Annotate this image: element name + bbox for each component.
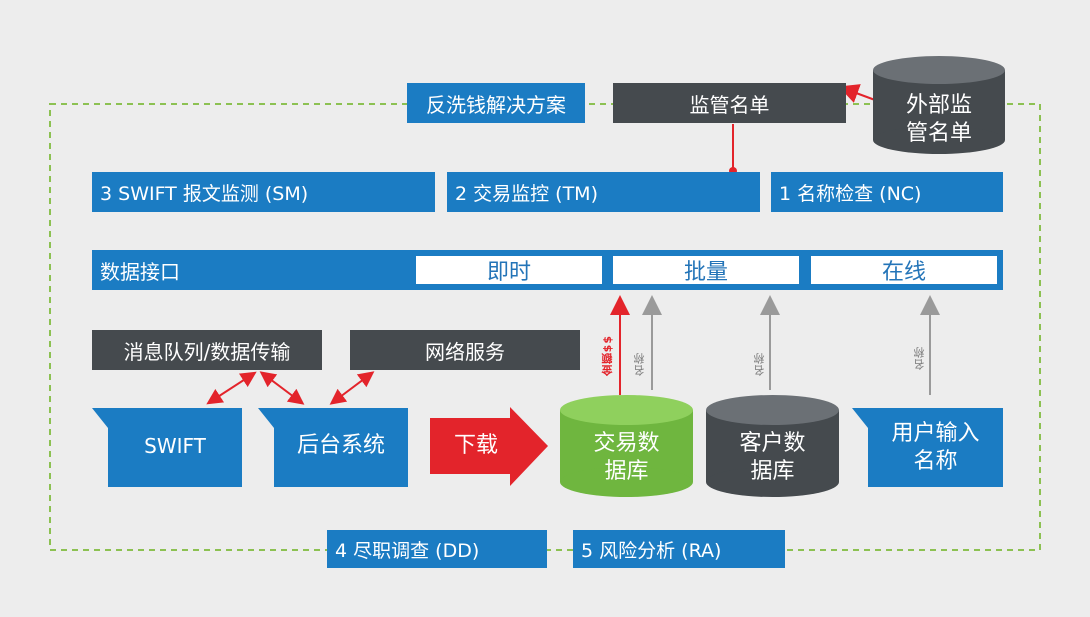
- trade-database-label: 交易数 据库: [593, 431, 660, 484]
- nc-module-box: 1 名称检查 (NC): [771, 172, 1003, 212]
- aml-solution-box: 反洗钱解决方案: [407, 83, 585, 123]
- amount-arrow-label: 金额$$: [601, 335, 614, 377]
- message-queue-box: 消息队列/数据传输: [92, 330, 322, 370]
- dd-module-label: 4 尽职调查 (DD): [335, 539, 480, 562]
- external-watchlist-cylinder: [873, 56, 1005, 154]
- external-to-watchlist-line: [838, 84, 876, 103]
- sm-module-label: 3 SWIFT 报文监测 (SM): [100, 182, 309, 205]
- swift-mq-arrow: [206, 371, 257, 405]
- backend-system-label: 后台系统: [296, 433, 385, 458]
- data-interface-label: 数据接口: [100, 259, 180, 284]
- online-box: 在线: [811, 256, 997, 285]
- sm-module-box: 3 SWIFT 报文监测 (SM): [92, 172, 435, 212]
- user-input-shape: [852, 408, 1003, 487]
- ra-module-box: 5 风险分析 (RA): [573, 530, 785, 568]
- trade-database-cylinder: [560, 395, 693, 497]
- realtime-box: 即时: [416, 256, 602, 285]
- backend-mq-arrow: [259, 371, 305, 405]
- name-arrow-label-2: 名称: [753, 352, 766, 376]
- backend-ws-arrow: [329, 371, 375, 405]
- tm-module-label: 2 交易监控 (TM): [455, 182, 598, 205]
- nc-module-label: 1 名称检查 (NC): [779, 182, 922, 205]
- web-service-box: 网络服务: [350, 330, 580, 370]
- online-label: 在线: [881, 260, 926, 285]
- name-arrow-label-1: 名称: [633, 352, 646, 376]
- download-arrow-shape: [430, 407, 548, 486]
- message-queue-label: 消息队列/数据传输: [123, 339, 291, 364]
- aml-solution-label: 反洗钱解决方案: [426, 92, 566, 117]
- swift-shape: [92, 408, 242, 487]
- ra-module-label: 5 风险分析 (RA): [581, 539, 722, 562]
- customer-database-label: 客户数 据库: [739, 431, 806, 484]
- tm-module-box: 2 交易监控 (TM): [447, 172, 760, 212]
- dd-module-box: 4 尽职调查 (DD): [327, 530, 547, 568]
- customer-database-cylinder: [706, 395, 839, 497]
- external-watchlist-label: 外部监 管名单: [905, 93, 972, 146]
- backend-shape: [258, 408, 408, 487]
- watchlist-label: 监管名单: [689, 92, 770, 117]
- user-input-label: 用户输入 名称: [891, 421, 980, 474]
- swift-label: SWIFT: [144, 434, 206, 458]
- batch-label: 批量: [683, 260, 728, 285]
- watchlist-box: 监管名单: [613, 83, 846, 123]
- web-service-label: 网络服务: [425, 339, 505, 364]
- batch-box: 批量: [613, 256, 799, 285]
- realtime-label: 即时: [486, 260, 531, 285]
- name-arrow-label-3: 名称: [913, 346, 926, 370]
- download-label: 下载: [453, 433, 498, 458]
